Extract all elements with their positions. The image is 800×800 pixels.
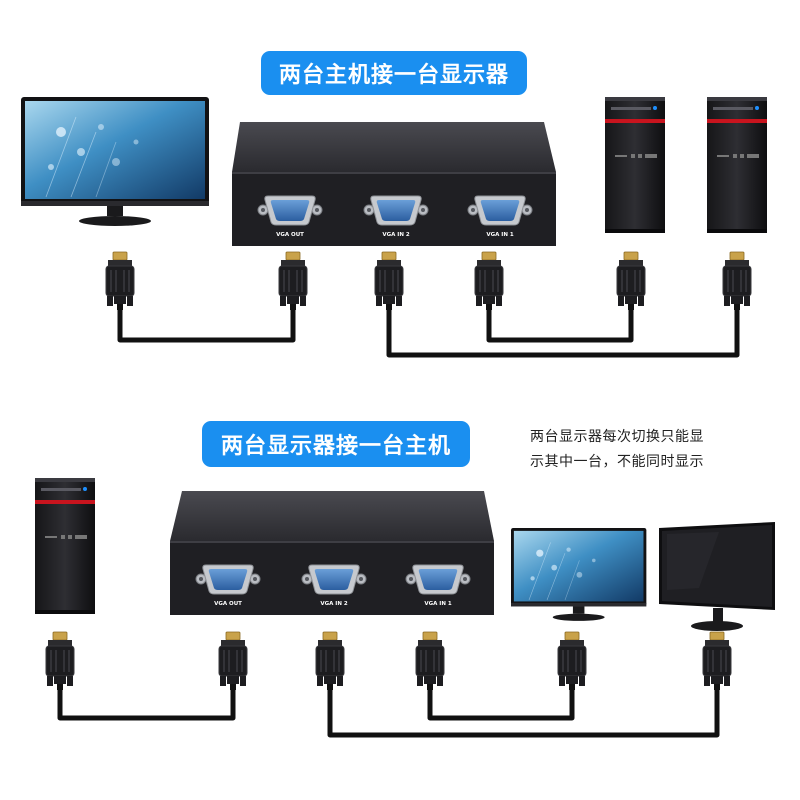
pc-tower-icon [605,97,665,233]
vga-connector-icon [374,251,404,311]
vga-connector-icon [278,251,308,311]
vga-connector-icon [722,251,752,311]
monitor-icon [659,522,775,631]
vga-connector-icon [218,631,248,691]
monitor-icon [510,527,647,622]
monitor-icon [20,96,210,227]
port-label-vga-in-1: VGA IN 1 [486,232,514,238]
vga-connector-icon [616,251,646,311]
port-label-vga-in-1: VGA IN 1 [424,601,452,607]
top-banner-title: 两台主机接一台显示器 [261,51,527,95]
vga-switch-icon: VGA OUT VGA IN 2 VGA IN 1 [170,491,494,615]
vga-connector-icon [557,631,587,691]
vga-cable-icon [57,690,720,738]
pc-tower-icon [707,97,767,233]
vga-connector-icon [315,631,345,691]
vga-switch-icon: VGA OUT VGA IN 2 VGA IN 1 [232,122,556,246]
port-label-vga-out: VGA OUT [276,232,304,238]
note-line-1: 两台显示器每次切换只能显 [530,429,704,445]
vga-connector-icon [45,631,75,691]
bottom-banner-title: 两台显示器接一台主机 [202,421,470,467]
port-label-vga-in-2: VGA IN 2 [382,232,410,238]
vga-cable-icon [117,310,740,358]
vga-connector-icon [474,251,504,311]
port-label-vga-in-2: VGA IN 2 [320,601,348,607]
pc-tower-icon [35,478,95,614]
top-section: VGA OUT VGA IN 2 VGA IN 1 [20,96,767,358]
vga-connector-icon [415,631,445,691]
port-label-vga-out: VGA OUT [214,601,242,607]
vga-connector-icon [105,251,135,311]
bottom-section: VGA OUT VGA IN 2 VGA IN 1 [35,478,775,738]
vga-connector-icon [702,631,732,691]
note-line-2: 示其中一台，不能同时显示 [530,454,704,470]
